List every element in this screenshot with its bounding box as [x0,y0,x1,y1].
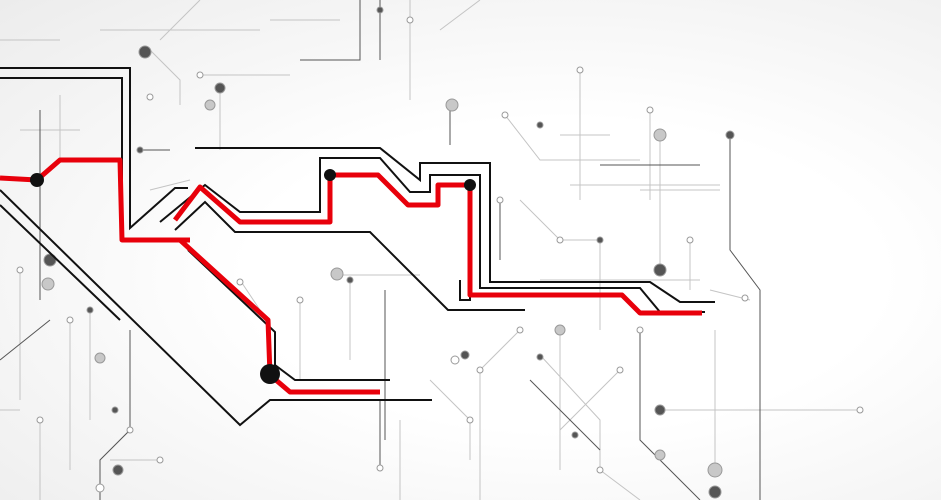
trace-node [111,406,119,414]
trace-node [36,416,44,424]
minor-trace [639,330,701,500]
trace-node [466,416,474,424]
trace-node [196,71,204,79]
black-trace [0,204,121,321]
trace-node [476,366,484,374]
black-trace [0,77,123,215]
black-trace [174,200,525,311]
minor-trace [560,239,601,330]
minor-trace [559,369,621,431]
trace-node [86,306,94,314]
minor-trace [429,379,471,460]
trace-node [616,366,624,374]
black-trace [0,189,432,427]
trace-node [156,456,164,464]
trace-node [653,128,667,142]
minor-trace [149,49,181,105]
red-trace [173,172,702,316]
minor-trace [159,0,201,41]
trace-node [708,485,722,499]
trace-node [707,462,723,478]
junction-dot [30,173,44,187]
trace-node [516,326,524,334]
trace-node [66,316,74,324]
minor-trace [300,0,361,61]
minor-trace [99,330,131,500]
trace-node [496,196,504,204]
minor-nodes [16,6,864,499]
black-trace [159,157,705,313]
main-black-traces [0,67,715,427]
minor-trace [439,0,481,31]
trace-node [636,326,644,334]
trace-node [136,146,144,154]
junction-dot [260,364,280,384]
trace-node [450,355,460,365]
black-trace [195,147,715,303]
trace-node [646,106,654,114]
minor-trace [504,114,640,161]
minor-traces-dark [0,0,761,500]
trace-node [126,426,134,434]
trace-node [146,93,154,101]
minor-trace [479,329,521,500]
trace-node [741,294,749,302]
trace-node [856,406,864,414]
trace-node [501,111,509,119]
trace-node [460,350,470,360]
trace-node [576,66,584,74]
trace-node [346,276,354,284]
minor-trace [149,179,191,191]
trace-node [138,45,152,59]
trace-node [654,449,666,461]
trace-node [330,267,344,281]
black-trace [187,249,390,381]
trace-node [214,82,226,94]
trace-node [536,121,544,129]
trace-node [653,263,667,277]
minor-trace [729,135,761,500]
trace-node [536,353,544,361]
trace-node [725,130,735,140]
trace-node [596,466,604,474]
trace-node [236,278,244,286]
trace-node [596,236,604,244]
trace-node [556,236,564,244]
black-trace [0,67,188,231]
minor-trace [529,379,601,451]
trace-node [554,324,566,336]
junction-dot [464,179,476,191]
trace-node [445,98,459,112]
trace-node [376,6,384,14]
trace-node [406,16,414,24]
trace-node [41,277,55,291]
minor-trace [539,354,641,500]
trace-node [571,431,579,439]
junction-dots [30,169,476,384]
trace-node [654,404,666,416]
minor-trace [0,319,51,361]
trace-node [16,266,24,274]
minor-trace [519,199,561,241]
trace-node [296,296,304,304]
trace-node [112,464,124,476]
trace-node [94,352,106,364]
minor-trace [239,279,261,311]
junction-dot [324,169,336,181]
trace-node [686,236,694,244]
trace-node [376,464,384,472]
trace-node [204,99,216,111]
trace-node [95,483,105,493]
